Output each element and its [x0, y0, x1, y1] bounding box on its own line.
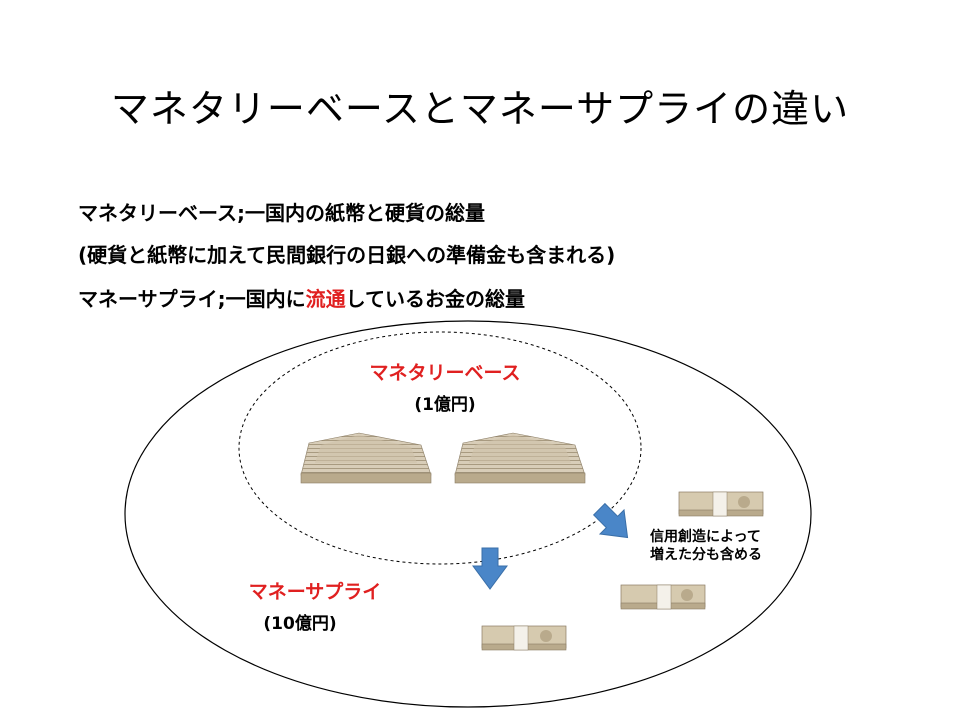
definition-monetary-base: マネタリーベース;一国内の紙幣と硬貨の総量 [78, 201, 485, 225]
arrow-diagonal-icon [592, 502, 629, 539]
credit-creation-note-line1: 信用創造によって [650, 529, 761, 545]
monetary-base-amount: (1億円) [414, 395, 476, 415]
arrow-down-icon [472, 547, 508, 590]
credit-creation-note: 信用創造によって 増えた分も含める [650, 528, 762, 564]
money-bundle-2 [620, 584, 706, 610]
money-pile-large-2 [454, 432, 586, 484]
money-supply-ellipse [124, 320, 812, 708]
definition-money-supply: マネーサプライ;一国内に流通しているお金の総量 [78, 283, 525, 312]
definition-monetary-base-note: (硬貨と紙幣に加えて民間銀行の日銀への準備金も含まれる) [78, 243, 616, 267]
monetary-base-label: マネタリーベース [369, 362, 521, 384]
money-supply-label: マネーサプライ [248, 581, 382, 603]
money-supply-amount: (10億円) [263, 614, 337, 634]
money-bundle-3 [481, 625, 567, 651]
definition-money-supply-suffix: しているお金の総量 [345, 287, 526, 311]
money-bundle-1 [678, 491, 764, 517]
credit-creation-note-line2: 増えた分も含める [650, 547, 762, 563]
definition-money-supply-prefix: マネーサプライ;一国内に [78, 287, 306, 311]
monetary-base-ellipse [238, 331, 642, 565]
money-pile-large-1 [300, 432, 432, 484]
page-title: マネタリーベースとマネーサプライの違い [110, 87, 850, 131]
highlight-circulation: 流通 [305, 287, 346, 311]
